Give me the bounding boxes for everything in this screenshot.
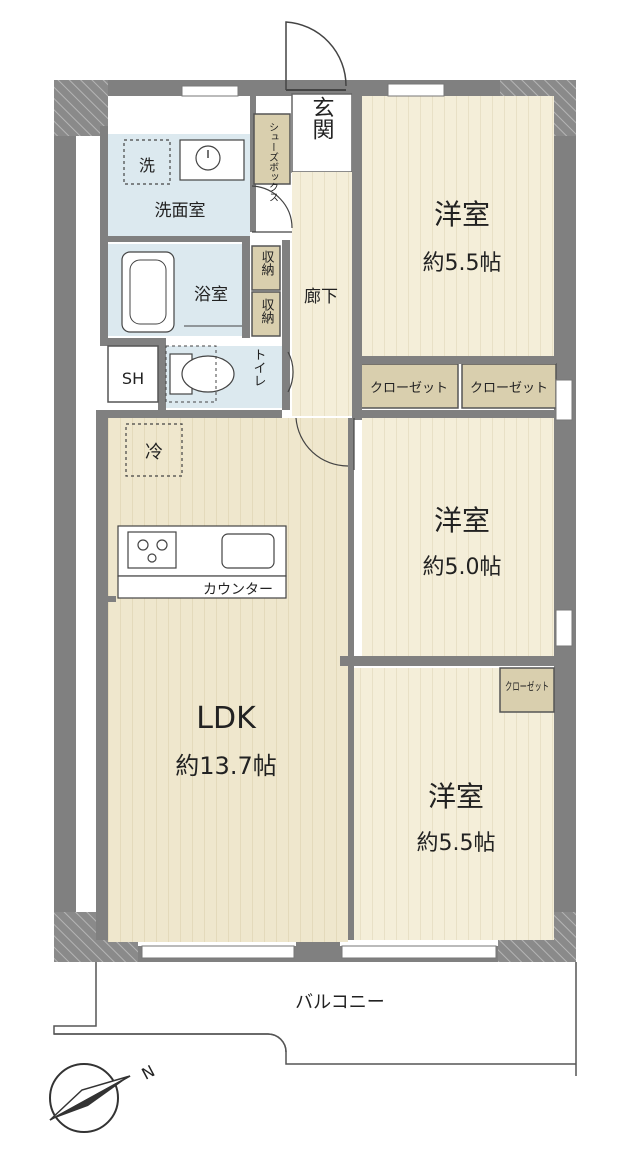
sink-icon: [179, 139, 245, 181]
closet1-box: [359, 363, 459, 409]
fridge-label: 冷: [145, 442, 163, 463]
shoe-box: [253, 113, 291, 185]
western2-size: 約5.0帖: [423, 555, 502, 580]
storage2-label: 収納: [259, 298, 275, 325]
sh-label: SH: [122, 369, 144, 388]
ldk-floor: [108, 418, 348, 942]
storage1-label: 収納: [259, 250, 275, 277]
door-arcs: [251, 185, 355, 470]
western1-size: 約5.5帖: [423, 251, 502, 276]
washer-box: [123, 139, 171, 185]
western1-floor: [362, 96, 554, 356]
entrance-floor: [291, 93, 353, 173]
ldk-name: LDK: [196, 701, 257, 736]
windows: [141, 83, 573, 959]
western2-floor: [362, 416, 554, 656]
closet3-label: クローゼット: [505, 680, 549, 693]
closet1-label: クローゼット: [370, 381, 448, 396]
stove-icon: [127, 531, 177, 569]
western1-name: 洋室: [434, 198, 490, 231]
balcony-outline: [53, 962, 577, 1076]
western3-name: 洋室: [428, 780, 484, 813]
washer-label: 洗: [139, 156, 155, 175]
western2-name: 洋室: [434, 504, 490, 537]
kitchen-sink-icon: [221, 533, 275, 569]
hallway-label: 廊下: [304, 287, 338, 307]
western3-size: 約5.5帖: [417, 831, 496, 856]
bath-label: 浴室: [194, 285, 228, 305]
toilet-icon: [165, 345, 235, 403]
storage-boxes: [251, 245, 281, 337]
interior-walls: [96, 90, 556, 940]
ldk-size: 約13.7帖: [175, 752, 276, 780]
counter-label: カウンター: [203, 582, 273, 598]
hallway-floor: [292, 172, 352, 416]
entry-door: [285, 21, 347, 91]
washroom-label: 洗面室: [155, 201, 206, 221]
western3-floor: [350, 668, 554, 940]
compass-north-label: N: [138, 1061, 157, 1083]
sh-box: [107, 345, 159, 403]
bathtub-icon: [121, 251, 175, 333]
toilet-label: トイレ: [251, 348, 266, 387]
compass-icon: [49, 1063, 131, 1133]
balcony-label: バルコニー: [295, 992, 385, 1013]
entrance-label: 玄関: [309, 96, 334, 140]
closet3-box: [499, 667, 555, 713]
shoe-box-label: シューズボックス: [267, 122, 279, 202]
closet2-label: クローゼット: [470, 381, 548, 396]
